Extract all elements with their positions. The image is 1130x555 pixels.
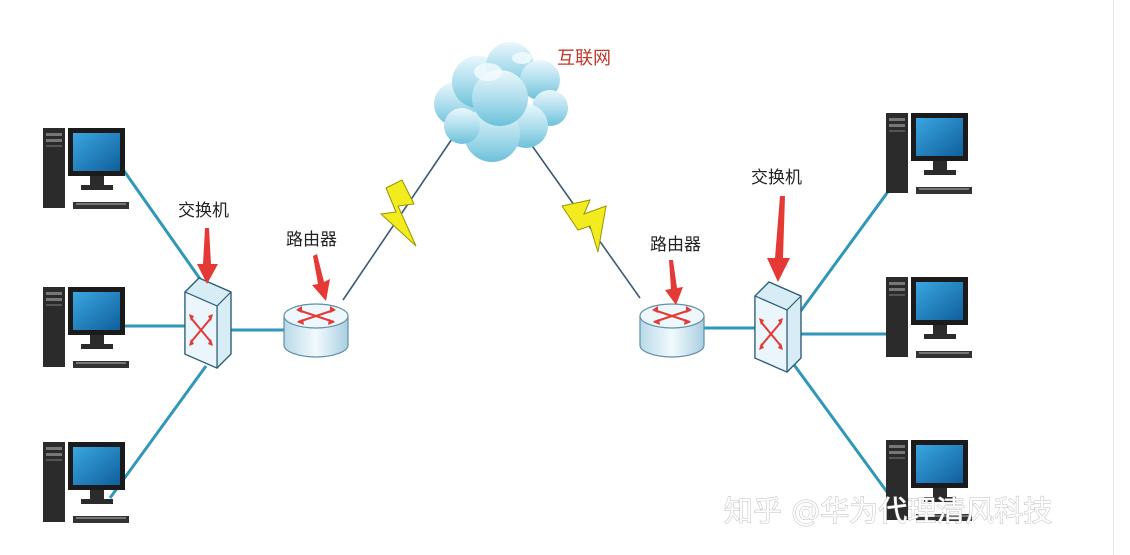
left-lan-links [108, 167, 288, 499]
link-switch-right-pc6 [790, 361, 892, 497]
router-right-icon [638, 302, 706, 359]
internet-label: 互联网 [557, 48, 611, 69]
link-pc1-switch-left [120, 167, 207, 287]
pointer-arrow-router-left-icon [312, 254, 330, 301]
pointer-arrow-switch-left-icon [197, 228, 218, 284]
switch-right-label: 交换机 [751, 168, 802, 188]
router-left-label: 路由器 [286, 230, 337, 250]
switch-left-label: 交换机 [178, 201, 229, 221]
link-switch-right-pc4 [798, 177, 900, 313]
link-pc3-switch-left [108, 365, 208, 499]
page-edge-divider [1113, 0, 1114, 555]
internet-cloud-icon [434, 42, 568, 162]
watermark-text: 知乎 @华为代理清风科技 [724, 494, 1052, 528]
right-lan-links [702, 177, 900, 497]
pc-left-2-icon [43, 287, 129, 368]
pc-left-3-icon [43, 442, 129, 523]
switch-right-icon [754, 281, 802, 373]
router-right-label: 路由器 [650, 235, 701, 255]
pc-left-1-icon [43, 128, 129, 209]
pointer-arrow-switch-right-icon [767, 196, 790, 282]
pc-right-1-icon [886, 113, 972, 194]
lightning-bolt-left-icon [379, 179, 417, 247]
router-left-icon [282, 302, 350, 359]
switch-left-icon [184, 277, 232, 369]
pointer-arrow-router-right-icon [665, 260, 683, 305]
lightning-bolt-right-icon [561, 199, 607, 253]
pc-right-2-icon [886, 277, 972, 358]
